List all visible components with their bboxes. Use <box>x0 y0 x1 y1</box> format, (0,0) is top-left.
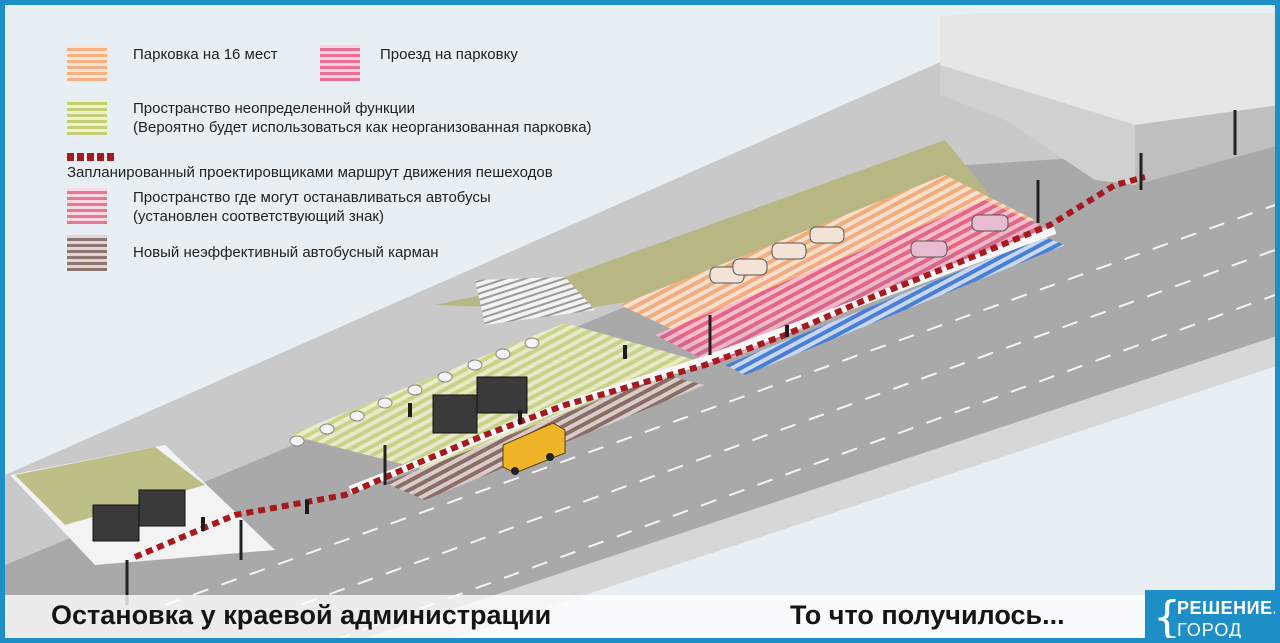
left-green-area <box>15 447 205 525</box>
lane-markings <box>164 204 1275 638</box>
legend-parking: Парковка на 16 мест <box>67 45 278 81</box>
route-swatch <box>67 153 115 161</box>
bollard-icon <box>289 337 540 447</box>
logo-line2: ГОРОД <box>1177 620 1243 640</box>
legend-bus-stop: Пространство где могут останавливаться а… <box>67 188 491 226</box>
lower-sidewalk <box>365 336 1275 638</box>
driveway-area <box>655 200 1050 365</box>
legend-bus-pocket-label: Новый неэффективный автобусный карман <box>133 244 439 261</box>
street-scene <box>5 5 1275 638</box>
legend-driveway: Проезд на парковку <box>320 45 518 81</box>
bus-lane <box>725 237 1065 375</box>
legend-undefined-label: Пространство неопределенной функции (Вер… <box>133 100 592 136</box>
parking-swatch <box>67 45 107 81</box>
bus-pocket-swatch <box>67 235 107 271</box>
legend-bus-pocket: Новый неэффективный автобусный карман <box>67 235 439 271</box>
title-right: То что получилось... <box>790 600 1065 630</box>
minibus-icon <box>502 422 566 475</box>
title-left: Остановка у краевой администрации <box>51 600 552 630</box>
bus-stop-swatch <box>67 188 107 224</box>
car-icon <box>709 214 1009 284</box>
legend-parking-label: Парковка на 16 мест <box>133 46 278 63</box>
legend-driveway-label: Проезд на парковку <box>380 46 518 63</box>
logo: { РЕШЕНИЕ. ГОРОД <box>1145 590 1279 643</box>
legend-undefined: Пространство неопределенной функции (Вер… <box>67 99 592 137</box>
building-side <box>1135 105 1275 185</box>
bus-shelter-icon <box>92 376 528 542</box>
driveway-swatch <box>320 45 360 81</box>
pedestrian-route <box>133 174 1146 560</box>
title-bar <box>5 595 1275 638</box>
steps <box>475 277 595 325</box>
raised-green-area <box>435 140 990 310</box>
legend-bus-stop-label: Пространство где могут останавливаться а… <box>133 189 491 225</box>
logo-line1: РЕШЕНИЕ. <box>1177 598 1279 618</box>
brace-icon: { <box>1153 592 1181 643</box>
pedestrian-icon <box>201 325 789 531</box>
legend-route-label: Запланированный проектировщиками маршрут… <box>67 164 553 181</box>
parking-area <box>620 175 1035 345</box>
building-roof <box>940 13 1275 125</box>
building-wall <box>940 65 1135 185</box>
undefined-swatch <box>67 99 107 135</box>
